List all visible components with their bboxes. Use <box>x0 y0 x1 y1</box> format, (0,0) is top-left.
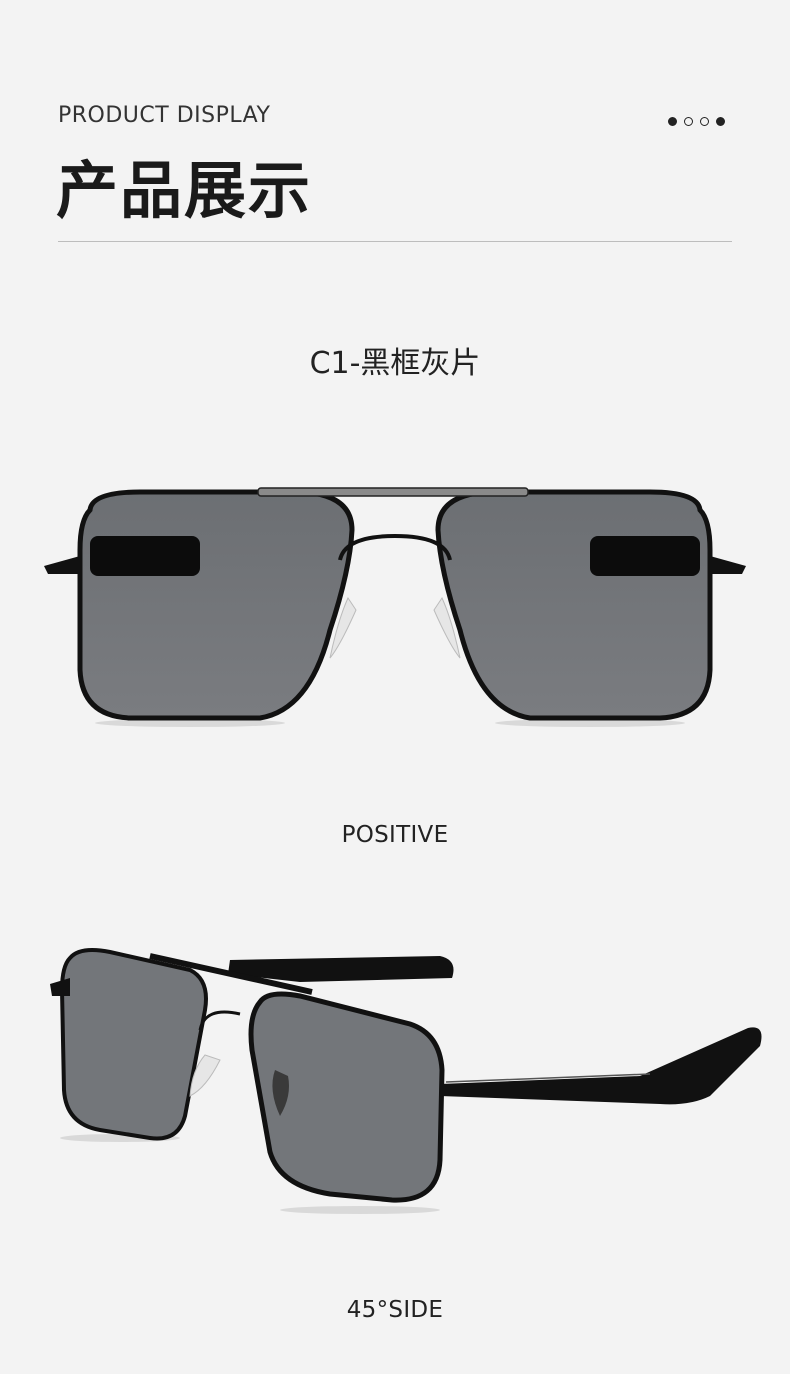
side-view-caption: 45°SIDE <box>346 1297 444 1323</box>
pager-dot <box>684 117 693 126</box>
section-subtitle: PRODUCT DISPLAY <box>58 103 271 128</box>
header-divider <box>58 241 732 242</box>
sunglasses-front-image <box>44 487 746 727</box>
pager-dot <box>716 117 725 126</box>
pager-dot <box>700 117 709 126</box>
front-view-caption: POSITIVE <box>341 822 449 848</box>
pager-dots <box>668 117 725 126</box>
section-title: 产品展示 <box>56 154 313 227</box>
pager-dot <box>668 117 677 126</box>
variant-label: C1-黑框灰片 <box>309 346 481 381</box>
sunglasses-side-image <box>50 948 762 1214</box>
